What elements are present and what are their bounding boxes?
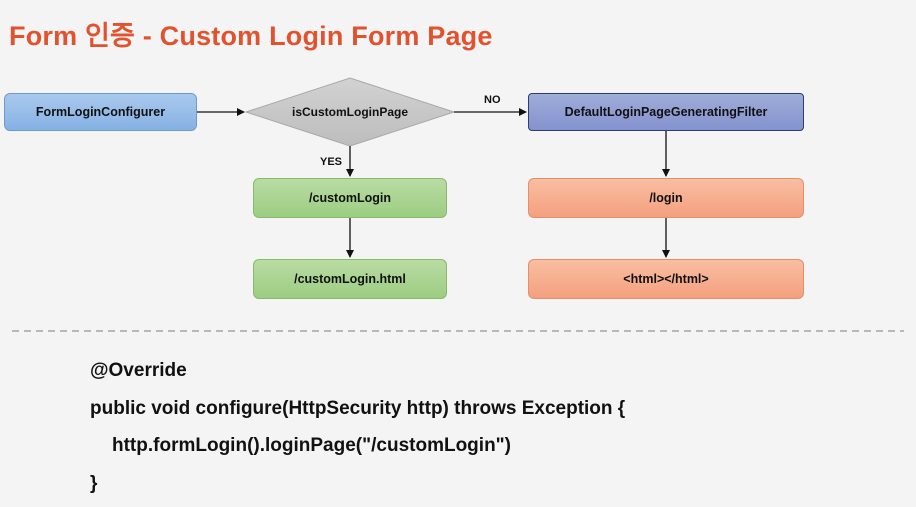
is-custom-login-page-label: isCustomLoginPage <box>291 105 408 119</box>
form-login-configurer-node: FormLoginConfigurer <box>4 93 197 131</box>
login-node: /login <box>528 178 804 218</box>
custom-login-html-node: /customLogin.html <box>253 259 447 299</box>
code-line-formlogin: http.formLogin().loginPage("/customLogin… <box>112 435 512 456</box>
page-title: Form 인증 - Custom Login Form Page <box>9 21 493 51</box>
code-line-close-brace: } <box>90 472 98 494</box>
code-snippet: @Override public void configure(HttpSecu… <box>90 352 625 502</box>
html-tag-node: <html></html> <box>528 259 804 299</box>
default-login-page-filter-node: DefaultLoginPageGeneratingFilter <box>528 93 804 131</box>
no-label: NO <box>484 94 501 106</box>
custom-login-node: /customLogin <box>253 178 447 218</box>
code-line-configure: public void configure(HttpSecurity http)… <box>90 397 626 419</box>
code-line-override: @Override <box>90 360 187 381</box>
yes-label: YES <box>320 156 343 168</box>
